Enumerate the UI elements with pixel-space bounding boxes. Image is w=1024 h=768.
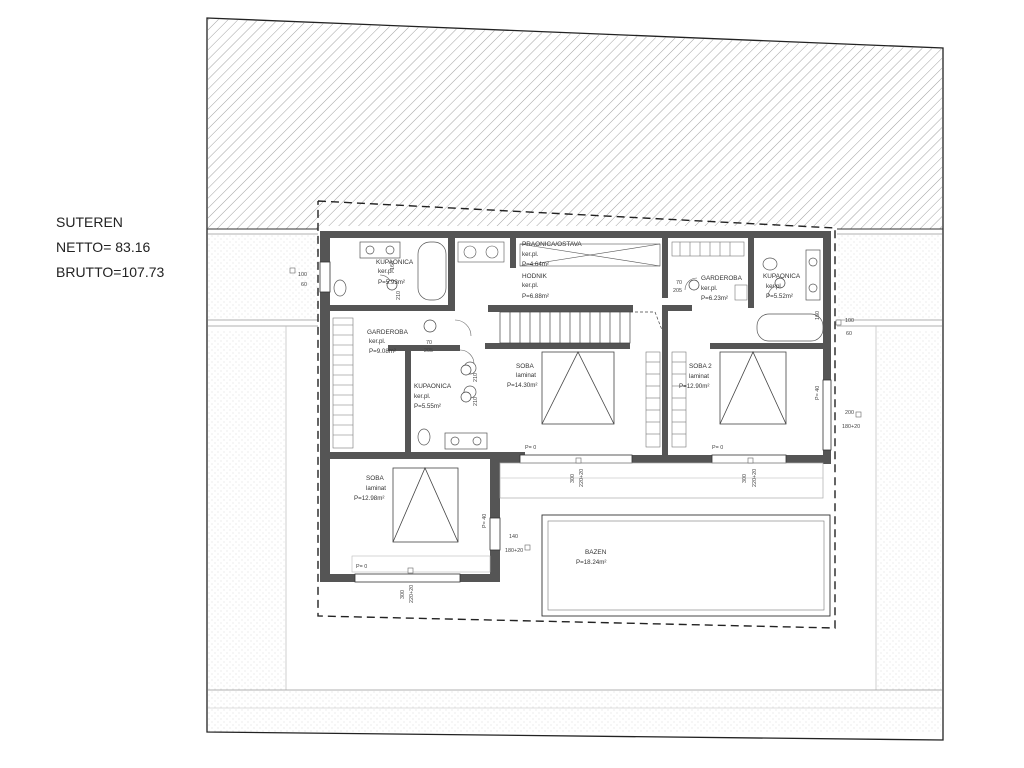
room-praonica-area: P=4.64m² <box>522 261 549 268</box>
dim-60-left: 60 <box>301 282 307 288</box>
dim-70-a: 70 <box>426 340 432 346</box>
room-garderoba-1-floor: ker.pl. <box>369 338 386 345</box>
ground-left-low <box>208 330 286 690</box>
netto-area: NETTO= 83.16 <box>56 239 151 255</box>
dimension-markers <box>386 277 786 403</box>
room-hodnik-name: HODNIK <box>522 273 548 280</box>
room-garderoba-2-area: P=6.23m² <box>701 295 728 302</box>
floor-summary: SUTEREN NETTO= 83.16 BRUTTO=107.73 <box>56 210 164 285</box>
room-garderoba-1-name: GARDEROBA <box>367 329 409 336</box>
dim-p0-b: P= 0 <box>712 445 723 451</box>
pool-inner <box>547 520 825 611</box>
room-bazen-area: P=18.24m² <box>576 559 606 566</box>
room-hodnik-floor: ker.pl. <box>522 282 539 289</box>
dim-220-20-c: 220+20 <box>409 585 415 603</box>
room-kupaonica-2-name: KUPAONICA <box>414 383 452 390</box>
room-soba-1-floor: laminat <box>366 485 386 492</box>
room-praonica-name: PRAONICA/OSTAVA <box>522 241 582 248</box>
terrain-hatch <box>208 19 942 229</box>
annotation-markers <box>289 267 862 574</box>
staircase <box>499 311 663 344</box>
dim-60-right: 60 <box>846 331 852 337</box>
room-praonica-floor: ker.pl. <box>522 251 539 258</box>
wardrobe-hatch <box>332 241 748 573</box>
utility-cross <box>457 241 661 267</box>
room-soba-main-area: P=14.30m² <box>507 382 537 389</box>
terrace <box>499 462 824 499</box>
dim-100-right: 100 <box>845 318 854 324</box>
dim-100-left: 100 <box>298 272 307 278</box>
dim-205-a: 205 <box>424 348 433 354</box>
room-kupaonica-1-area: P=5.93m² <box>378 279 405 286</box>
interior-walls <box>330 238 830 459</box>
dim-p0-a: P= 0 <box>525 445 536 451</box>
room-kupaonica-1-name: KUPAONICA <box>376 259 414 266</box>
brutto-area: BRUTTO=107.73 <box>56 264 165 280</box>
dim-p40-b: P= 40 <box>815 386 821 400</box>
room-kupaonica-1-floor: ker.pl. <box>378 268 395 275</box>
dim-140: 140 <box>509 534 518 540</box>
dim-210-b: 210 <box>473 373 479 382</box>
dim-205-b: 205 <box>673 288 682 294</box>
room-soba-2-name: SOBA 2 <box>689 363 712 370</box>
dim-210-c: 210 <box>473 397 479 406</box>
dim-210-a: 210 <box>396 291 402 300</box>
pool-outer <box>541 514 831 617</box>
dim-220-20-a: 220+20 <box>579 469 585 487</box>
room-kupaonica-2-area: P=5.55m² <box>414 403 441 410</box>
dim-p0-c: P= 0 <box>356 564 367 570</box>
ground-bottom <box>208 690 941 732</box>
floor-title: SUTEREN <box>56 214 123 230</box>
room-garderoba-1-area: P=9.08m² <box>369 348 396 355</box>
room-soba-2-floor: laminat <box>689 373 709 380</box>
dim-300-c: 300 <box>400 590 406 599</box>
room-kupaonica-3-area: P=5.52m² <box>766 293 793 300</box>
beds <box>392 351 787 543</box>
room-hodnik-area: P=6.88m² <box>522 293 549 300</box>
ground-left <box>208 234 318 320</box>
dim-300-a: 300 <box>570 474 576 483</box>
room-labels: KUPAONICA ker.pl. P=5.93m² GARDEROBA ker… <box>354 241 801 566</box>
room-kupaonica-3-name: KUPAONICA <box>763 273 801 280</box>
room-garderoba-2-floor: ker.pl. <box>701 285 718 292</box>
room-soba-main-name: SOBA <box>516 363 534 370</box>
dim-160: 160 <box>390 261 396 270</box>
room-kupaonica-3-floor: ker.pl. <box>766 283 783 290</box>
dim-220-20-b: 220+20 <box>752 469 758 487</box>
dim-p40-a: P= 40 <box>482 514 488 528</box>
dim-180-20-left: 180+20 <box>505 548 523 554</box>
room-kupaonica-2-floor: ker.pl. <box>414 393 431 400</box>
dim-300-b: 300 <box>742 474 748 483</box>
room-garderoba-2-name: GARDEROBA <box>701 275 743 282</box>
dim-160-b: 160 <box>815 311 821 320</box>
room-soba-1-area: P=12.98m² <box>354 495 384 502</box>
room-bazen-name: BAZEN <box>585 549 607 556</box>
dim-180-20-right: 180+20 <box>842 424 860 430</box>
room-soba-2-area: P=12.90m² <box>679 383 709 390</box>
ground-right-low <box>876 330 941 690</box>
ground-right <box>837 234 941 320</box>
roof-outline <box>317 200 836 629</box>
dim-70-b: 70 <box>676 280 682 286</box>
dimension-labels: 100 60 100 60 70 205 70 205 200 180+20 1… <box>298 261 860 603</box>
dim-200: 200 <box>845 410 854 416</box>
room-soba-main-floor: laminat <box>516 372 536 379</box>
room-soba-1-name: SOBA <box>366 475 384 482</box>
